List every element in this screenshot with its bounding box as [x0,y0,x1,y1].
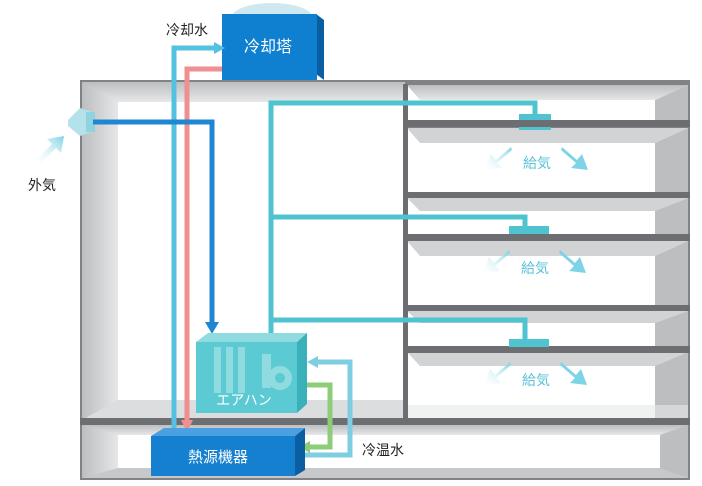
diffusers [509,114,551,347]
outside-air-label: 外気 [28,178,56,194]
slab-r5 [405,346,690,353]
room-main-ceiling [82,82,405,102]
chilled-water-blue-arrowhead [307,356,318,368]
chilled-water-pipes [299,356,353,458]
supply-arrow-right-2 [559,250,586,273]
cooling-water-pipes [171,42,225,432]
cooling-water-blue-pipe [171,45,216,430]
slab-r3 [405,234,690,241]
room-r5-right [655,311,688,347]
room-r3-ceiling [407,198,688,211]
outside-air-pipe [93,119,215,322]
heat-source-side [295,428,305,476]
supply-air-label-2: 給気 [521,261,549,277]
basement-left [82,425,118,478]
outside-air-arrowhead [205,322,219,334]
right-rooms [407,85,688,418]
air-handler-label: エアハン [216,393,271,409]
cooling-water-red-pipe [184,66,222,422]
cooling-water-arrowhead [214,42,225,54]
supply-arrow-left-3 [484,362,511,385]
supply-air-label-3: 給気 [522,373,550,389]
cooling-tower-box [222,14,317,80]
supply-arrow-left-1 [485,147,512,170]
intake-port [86,112,95,132]
slab-ground [80,418,690,425]
room-r1-right [655,85,688,122]
cooling-tower-label: 冷却塔 [244,37,292,56]
slab-r4 [405,305,690,311]
diffuser-1 [519,114,551,120]
room-r2-right [655,128,688,193]
chilled-water-green-pipe [304,382,333,450]
outside-air-intake [36,108,219,334]
air-handler-fan-icon [262,354,292,390]
chilled-hot-water-label: 冷温水 [362,443,404,459]
duct-branch-3 [271,317,528,340]
duct-branch-2 [271,214,528,228]
cooling-water-red-arrowhead [181,420,193,432]
air-handler-filter-icon [214,347,245,393]
air-handler-top [196,333,307,342]
diffuser-3 [509,339,549,347]
supply-air-1: 給気 [485,147,588,172]
room-main-left-wall [82,82,118,420]
room-r4 [407,241,688,306]
room-r3-right [655,198,688,236]
room-r2-ceiling [407,128,688,143]
supply-air-label-1: 給気 [523,156,551,172]
heat-source-label: 熱源機器 [188,448,248,466]
cooling-water-label: 冷却水 [166,23,208,39]
cooling-tower-side [316,14,324,80]
cooling-tower: 冷却塔 [222,3,324,80]
supply-arrow-left-2 [483,250,510,273]
room-r2 [407,128,688,193]
supply-arrow-right-3 [560,362,587,385]
diffuser-2 [509,226,549,234]
room-r1-ceiling [407,85,688,100]
heat-source: 熱源機器 [151,428,305,476]
air-handler: エアハン [196,333,307,413]
room-r6 [407,352,688,418]
supply-ducts [268,100,538,340]
supply-arrow-right-1 [561,147,588,170]
chilled-water-blue-pipe [299,359,353,458]
room-r6-ceiling [407,352,688,366]
room-r6-floor [407,405,688,418]
room-r4-right [655,241,688,306]
diffuser-1-bottom [519,127,551,130]
heat-source-top [151,428,305,436]
supply-air-3: 給気 [484,362,587,389]
slab-r1 [405,120,690,127]
supply-air-2: 給気 [483,250,586,277]
outside-air-arrow [36,136,64,164]
slab-r2 [405,192,690,198]
room-r6-right [655,352,688,418]
vertical-partition [403,84,408,420]
room-r4-ceiling [407,241,688,256]
basement-right [660,425,688,478]
air-handler-side [297,333,307,413]
heat-source-box [151,436,295,476]
